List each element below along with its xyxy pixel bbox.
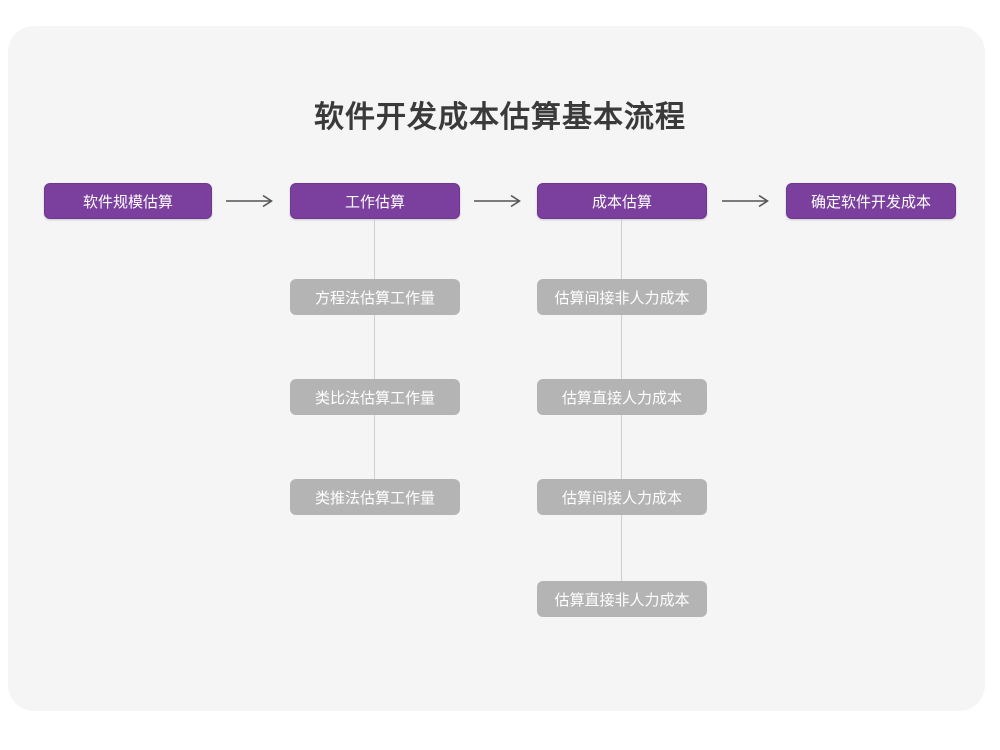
connector-step3-sub3-to-sub4 xyxy=(621,515,622,581)
flow-step-3-label: 成本估算 xyxy=(591,193,652,211)
connector-step2-sub1-to-sub2 xyxy=(374,315,375,379)
connector-step2-sub2-to-sub3 xyxy=(374,415,375,479)
flow-step-2-substep-3[interactable]: 类推法估算工作量 xyxy=(290,479,460,515)
flow-step-1-label: 软件规模估算 xyxy=(82,193,173,211)
flow-step-3-substep-4[interactable]: 估算直接非人力成本 xyxy=(537,581,707,617)
flow-step-3-substep-4-label: 估算直接非人力成本 xyxy=(554,591,690,609)
flow-step-3-substep-1[interactable]: 估算间接非人力成本 xyxy=(537,279,707,315)
flow-step-3-substep-1-label: 估算间接非人力成本 xyxy=(554,289,690,307)
flow-step-2-label: 工作估算 xyxy=(344,193,405,211)
flow-step-2[interactable]: 工作估算 xyxy=(290,183,460,219)
flow-step-2-substep-2-label: 类比法估算工作量 xyxy=(314,389,435,407)
flow-step-2-substep-1-label: 方程法估算工作量 xyxy=(314,289,435,307)
flow-step-4-label: 确定软件开发成本 xyxy=(810,193,931,211)
flow-step-2-substep-3-label: 类推法估算工作量 xyxy=(314,489,435,507)
flow-step-3-substep-2[interactable]: 估算直接人力成本 xyxy=(537,379,707,415)
arrow-step1-to-step2-icon xyxy=(222,183,280,219)
flow-step-3-substep-3[interactable]: 估算间接人力成本 xyxy=(537,479,707,515)
flow-step-3[interactable]: 成本估算 xyxy=(537,183,707,219)
flow-step-3-substep-3-label: 估算间接人力成本 xyxy=(561,489,682,507)
flow-step-4[interactable]: 确定软件开发成本 xyxy=(786,183,956,219)
connector-step3-sub1-to-sub2 xyxy=(621,315,622,379)
flow-step-2-substep-1[interactable]: 方程法估算工作量 xyxy=(290,279,460,315)
flow-step-1[interactable]: 软件规模估算 xyxy=(44,183,212,219)
flow-step-3-substep-2-label: 估算直接人力成本 xyxy=(561,389,682,407)
connector-step3-to-sub1 xyxy=(621,219,622,279)
diagram-card-background xyxy=(8,26,985,711)
connector-step3-sub2-to-sub3 xyxy=(621,415,622,479)
arrow-step3-to-step4-icon xyxy=(718,183,776,219)
flow-step-2-substep-2[interactable]: 类比法估算工作量 xyxy=(290,379,460,415)
connector-step2-to-sub1 xyxy=(374,219,375,279)
page-title: 软件开发成本估算基本流程 xyxy=(314,101,686,134)
arrow-step2-to-step3-icon xyxy=(470,183,528,219)
